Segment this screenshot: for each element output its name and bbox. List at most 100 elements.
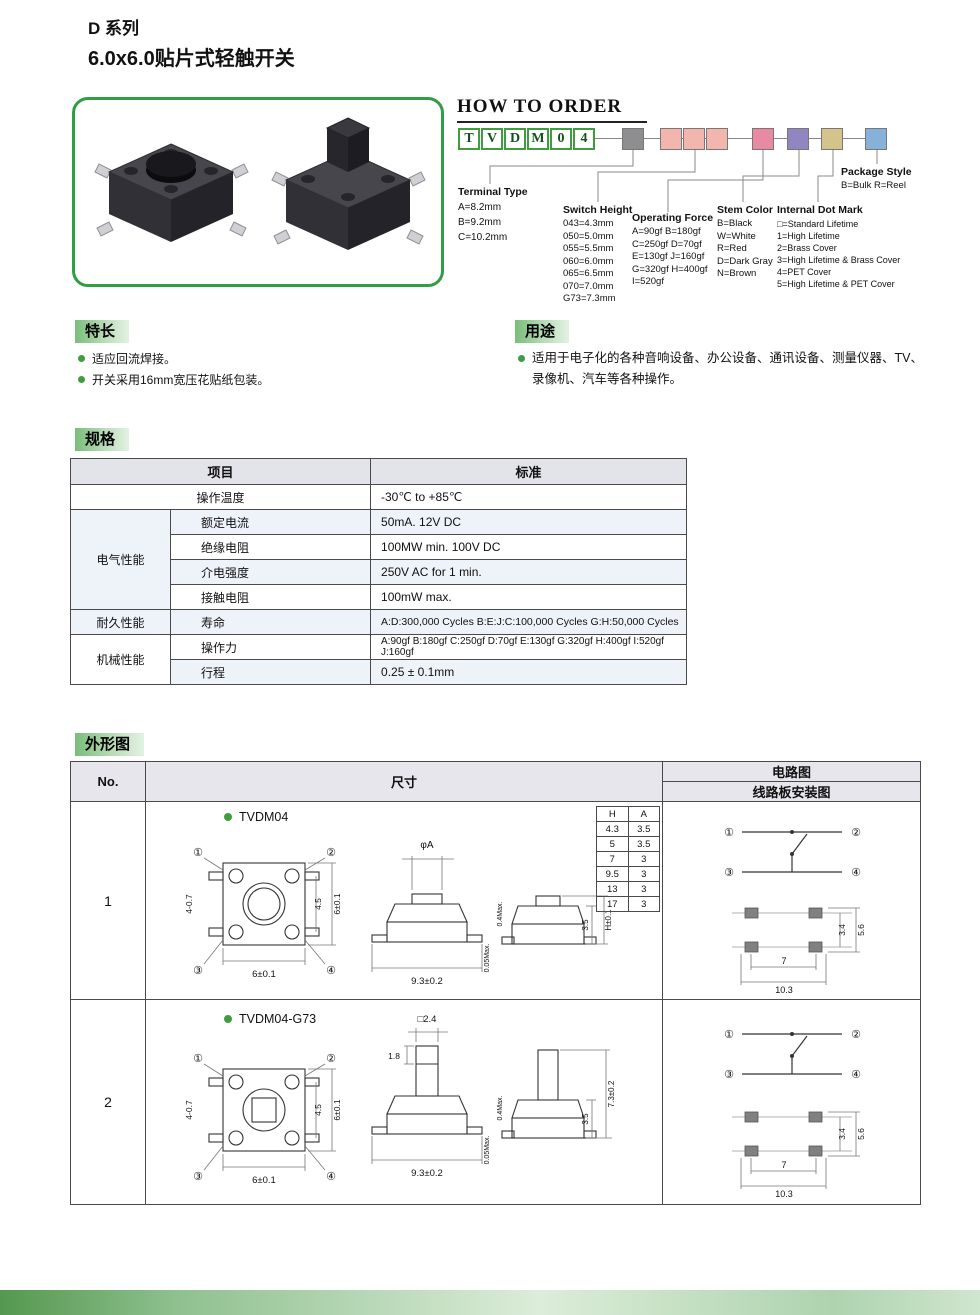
order-code-letter: M bbox=[527, 128, 549, 150]
order-box-dot-mark bbox=[821, 128, 843, 150]
order-box-stem-color bbox=[787, 128, 809, 150]
feature-text: 适应回流焊接。 bbox=[92, 352, 177, 366]
model-name: TVDM04 bbox=[239, 810, 289, 824]
dim-label: φA bbox=[420, 840, 433, 851]
dim-label: 0.05Max. bbox=[484, 1136, 491, 1165]
usage-title: 用途 bbox=[525, 323, 556, 340]
cell: 3.5 bbox=[627, 836, 660, 852]
spec-col-item: 项目 bbox=[69, 458, 372, 485]
spec-group-mechanical: 机械性能 bbox=[70, 634, 171, 685]
bullet-icon bbox=[78, 355, 85, 362]
pin-number: ④ bbox=[851, 867, 861, 879]
pin-number: ④ bbox=[326, 1171, 336, 1183]
dim-label: 7 bbox=[781, 956, 786, 966]
outline-row-number: 1 bbox=[70, 801, 146, 1000]
how-to-order-title: HOW TO ORDER bbox=[457, 96, 647, 123]
spec-row-dielectric: 介电强度 250V AC for 1 min. bbox=[71, 559, 688, 585]
top-view-drawing: ① ② ③ ④ 6±0.1 4.5 6±0.1 4-0.7 bbox=[184, 847, 342, 980]
dim-label: 4.5 bbox=[313, 1104, 323, 1116]
pin-number: ③ bbox=[193, 965, 203, 977]
specs-title: 规格 bbox=[85, 431, 116, 448]
dim-label: 0.4Max. bbox=[497, 1095, 504, 1120]
dim-label: 6±0.1 bbox=[252, 1175, 276, 1186]
order-option: D=Dark Gray bbox=[717, 255, 773, 267]
ha-col-h: H bbox=[596, 806, 629, 822]
outline-row-number: 2 bbox=[70, 999, 146, 1205]
order-group-terminal-type: Terminal Type A=8.2mm B=9.2mm C=10.2mm bbox=[458, 186, 558, 245]
order-option: 065=6.5mm bbox=[563, 268, 614, 279]
spec-group-electrical: 电气性能 bbox=[70, 509, 171, 610]
dim-label: 7.3±0.2 bbox=[607, 1080, 616, 1107]
pin-number: ③ bbox=[724, 867, 734, 879]
spec-col-standard: 标准 bbox=[370, 458, 688, 485]
spec-row-temperature: 操作温度 -30℃ to +85℃ bbox=[69, 484, 688, 510]
cell: 7 bbox=[596, 851, 629, 867]
dim-label: 3.5 bbox=[581, 1113, 590, 1125]
order-code-letter: D bbox=[504, 128, 526, 150]
cell: 13 bbox=[596, 881, 629, 897]
bullet-icon bbox=[518, 355, 525, 362]
order-option: 3=High Lifetime & Brass Cover bbox=[777, 255, 901, 265]
cell: 5 bbox=[596, 836, 629, 852]
order-box-height-2 bbox=[683, 128, 705, 150]
pcb-land-pattern: 7 10.3 3.4 5.6 bbox=[732, 1111, 866, 1199]
order-option: 043=4.3mm bbox=[563, 218, 614, 229]
spec-row-operating-force: 机械性能 操作力 A:90gf B:180gf C:250gf D:70gf E… bbox=[70, 634, 688, 685]
spec-header-row: 项目 标准 bbox=[69, 458, 688, 485]
dim-label: 10.3 bbox=[775, 1189, 793, 1199]
dim-label: 3.5 bbox=[581, 919, 590, 931]
spec-value: 50mA. 12V DC bbox=[370, 509, 688, 535]
spec-value: -30℃ to +85℃ bbox=[370, 484, 688, 510]
outline-col-no: No. bbox=[70, 761, 146, 802]
pin-number: ① bbox=[724, 827, 734, 839]
dim-label: 4.5 bbox=[313, 898, 323, 910]
bullet-icon bbox=[78, 376, 85, 383]
dim-label: 10.3 bbox=[775, 985, 793, 995]
ha-col-a: A bbox=[627, 806, 660, 822]
spec-row-life: 耐久性能 寿命 A:D:300,000 Cycles B:E:J:C:100,0… bbox=[70, 609, 688, 635]
spec-value: 100MW min. 100V DC bbox=[370, 534, 688, 560]
circuit-diagram: ① ② ③ ④ bbox=[724, 827, 861, 879]
cell: 3 bbox=[627, 896, 660, 912]
spec-value: 100mW max. bbox=[370, 584, 688, 610]
spec-label: 操作温度 bbox=[69, 484, 372, 510]
outline-col-pcb: 线路板安装图 bbox=[662, 781, 921, 802]
order-group-operating-force: Operating Force A=90gf B=180gf C=250gf D… bbox=[632, 212, 716, 289]
pin-number: ② bbox=[851, 827, 861, 839]
feature-item: 适应回流焊接。 bbox=[78, 348, 269, 369]
dim-label: H±0.1 bbox=[604, 909, 613, 931]
order-option: A=90gf B=180gf bbox=[632, 226, 701, 237]
outline-col-circuit: 电路图 bbox=[662, 761, 921, 782]
order-connector-lines bbox=[489, 150, 878, 212]
spec-label: 介电强度 bbox=[169, 559, 372, 585]
order-group-title: Stem Color bbox=[717, 204, 774, 216]
order-code-letter: V bbox=[481, 128, 503, 150]
dimension-drawings-cell: TVDM04-G73 bbox=[145, 999, 663, 1205]
model-label: TVDM04 bbox=[224, 810, 288, 824]
order-option: □=Standard Lifetime bbox=[777, 219, 859, 229]
outline-row-tvdm04-g73: 2 TVDM04-G73 bbox=[70, 999, 921, 1205]
dim-label: 0.4Max. bbox=[497, 901, 504, 926]
circuit-pcb-cell: ① ② ③ ④ bbox=[662, 999, 921, 1205]
switch-photo-tall-stem bbox=[271, 117, 426, 250]
circuit-pcb-cell: ① ② ③ ④ bbox=[662, 801, 921, 1000]
order-option: G73=7.3mm bbox=[563, 293, 616, 304]
order-option: N=Brown bbox=[717, 268, 757, 279]
outline-title: 外形图 bbox=[85, 736, 131, 753]
bullet-icon bbox=[224, 1015, 232, 1023]
order-option: 2=Brass Cover bbox=[777, 243, 837, 253]
order-group-title: Switch Height bbox=[563, 204, 633, 216]
order-option: 070=7.0mm bbox=[563, 280, 614, 292]
cell: 3 bbox=[627, 881, 660, 897]
spec-value: A:90gf B:180gf C:250gf D:70gf E:130gf G:… bbox=[370, 634, 688, 660]
outline-row-tvdm04: 1 TVDM04 bbox=[70, 801, 921, 1000]
order-group-internal-dot-mark: Internal Dot Mark □=Standard Lifetime 1=… bbox=[777, 204, 927, 290]
spec-table: 项目 标准 操作温度 -30℃ to +85℃ 电气性能 额定电流 50mA. … bbox=[69, 458, 688, 685]
feature-item: 开关采用16mm宽压花贴纸包装。 bbox=[78, 369, 269, 390]
dim-label: 0.05Max. bbox=[484, 944, 491, 973]
